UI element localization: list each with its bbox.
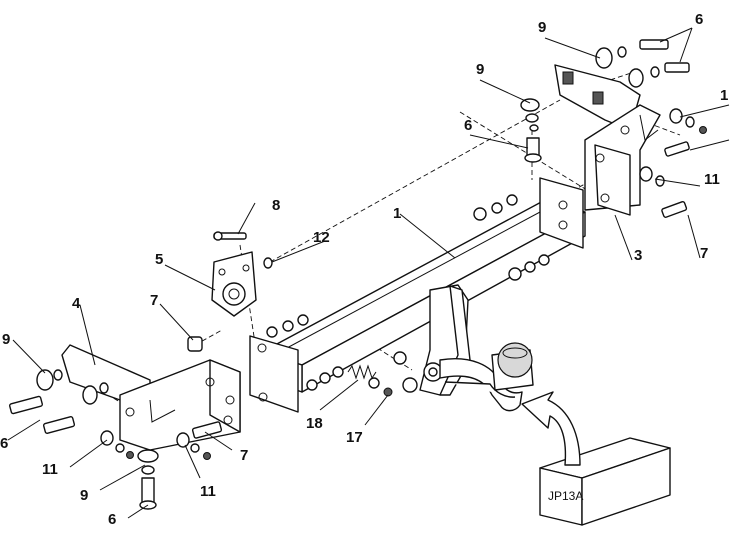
callout-labels: 9 6 9 6 1 11 7 3 1 8 12 5 7 4 9 6 11 9 6… (0, 11, 728, 528)
direction-arrow (521, 391, 581, 466)
callout-1: 1 (393, 205, 401, 222)
callout-9-left: 9 (2, 331, 10, 348)
callout-9-mid: 9 (476, 61, 484, 78)
callout-9-top: 9 (538, 19, 546, 36)
callout-11-bottom: 11 (200, 483, 216, 500)
callout-18: 18 (306, 415, 323, 432)
right-end-plate (539, 177, 584, 249)
right-side-bracket (554, 64, 661, 216)
callout-11-left: 11 (42, 461, 58, 478)
callout-9-bottom: 9 (80, 487, 88, 504)
fasteners (9, 39, 707, 510)
callout-3: 3 (634, 247, 642, 264)
kit-box: JP13A (539, 437, 671, 526)
callout-5: 5 (155, 251, 163, 268)
leader-lines (7, 27, 730, 519)
callout-8: 8 (272, 197, 280, 214)
callout-12: 12 (313, 229, 330, 246)
callout-1-cut: 1 (720, 87, 728, 104)
callout-6-top: 6 (695, 11, 703, 28)
callout-6-bottom: 6 (108, 511, 116, 528)
tow-ball (393, 342, 534, 412)
kit-box-label: JP13A (548, 489, 583, 503)
callout-7-right: 7 (700, 245, 708, 262)
left-end-plate (249, 335, 299, 413)
callout-6-left: 6 (0, 435, 8, 452)
cross-beam (261, 199, 586, 393)
callout-6-mid: 6 (464, 117, 472, 134)
callout-7-left: 7 (150, 292, 158, 309)
callout-11-right: 11 (704, 171, 720, 188)
socket-plate (211, 251, 257, 317)
callout-7-bottom: 7 (240, 447, 248, 464)
callout-17: 17 (346, 429, 363, 446)
callout-4: 4 (72, 295, 81, 312)
